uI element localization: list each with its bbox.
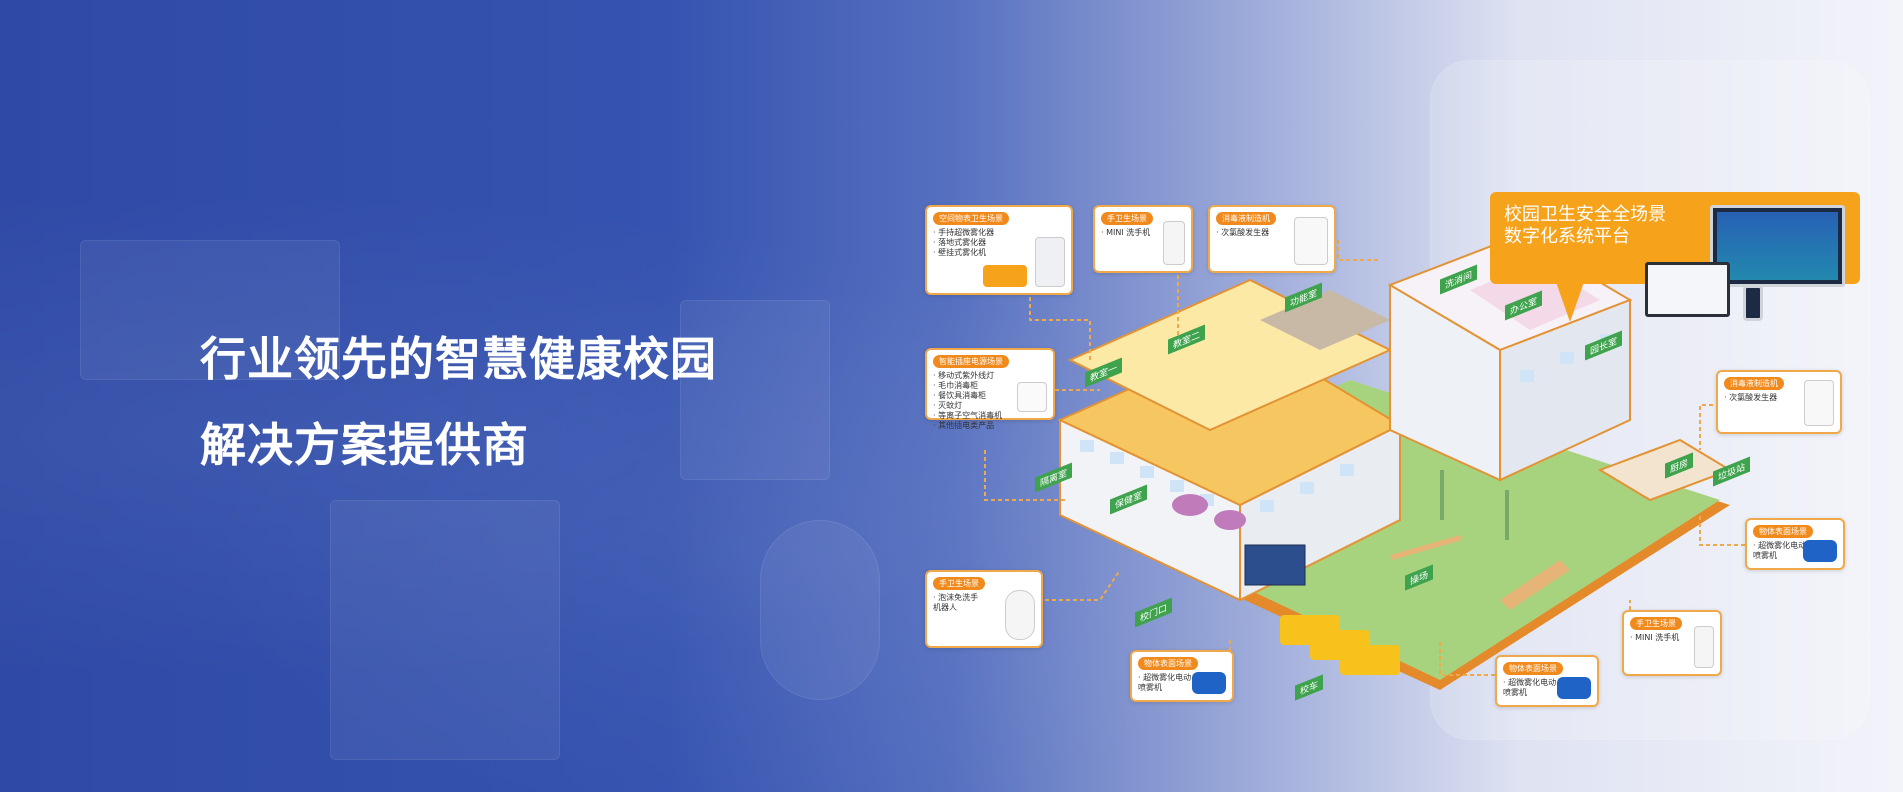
- connector-line: [984, 450, 1065, 501]
- electric-sprayer-image: [1192, 672, 1226, 694]
- upper-room-grey: [1260, 290, 1390, 350]
- platform-title-line1: 校园卫生安全全场景: [1504, 204, 1666, 225]
- connector-line: [1699, 515, 1745, 546]
- callout-hand-hygiene-right: 手卫生场景 · MINI 洗手机: [1622, 610, 1722, 676]
- electric-sprayer-image: [1803, 540, 1837, 562]
- callout-object-bottom-mid: 物体表面场景 · 超微雾化电动 喷雾机: [1495, 655, 1599, 707]
- callout-line: · 落地式雾化器: [933, 238, 987, 247]
- mini-hand-washer-image: [1163, 221, 1185, 265]
- seesaw: [1390, 535, 1462, 560]
- callout-tag: 手卫生场景: [1630, 617, 1682, 630]
- sprayer-image: [983, 265, 1027, 287]
- callout-hand-hygiene-top: 手卫生场景 · MINI 洗手机: [1093, 205, 1193, 273]
- callout-disinfectant-right: 消毒液制造机 · 次氯酸发生器: [1716, 370, 1842, 434]
- window: [1560, 352, 1574, 364]
- platform-callout-tail: [1556, 282, 1584, 322]
- ghost-device-case: [80, 240, 340, 380]
- callout-line: · 次氯酸发生器: [1216, 228, 1270, 237]
- tree: [1214, 510, 1246, 530]
- electric-sprayer-image: [1557, 677, 1591, 699]
- callout-line: · 等离子空气消毒机: [933, 411, 1003, 420]
- callout-line: · 次氯酸发生器: [1724, 393, 1778, 402]
- callout-line: · 泡沫免洗手: [933, 593, 979, 602]
- callout-line: · 灭蚊灯: [933, 401, 963, 410]
- callout-line: · MINI 洗手机: [1630, 633, 1680, 642]
- callout-line: · 超微雾化电动: [1753, 541, 1807, 550]
- foam-robot-image: [1005, 590, 1035, 640]
- callout-line: 喷雾机: [1138, 683, 1162, 692]
- ghost-device-cabinet: [330, 500, 560, 760]
- headline-line-2: 解决方案提供商: [200, 418, 529, 472]
- window: [1140, 466, 1154, 478]
- callout-line: · 餐饮具消毒柜: [933, 391, 987, 400]
- connector-line: [1337, 240, 1380, 261]
- callout-line: · 超微雾化电动: [1503, 678, 1557, 687]
- callout-line: · 超微雾化电动: [1138, 673, 1192, 682]
- dashboard-screen: [1717, 212, 1838, 280]
- headline-line-1: 行业领先的智慧健康校园: [200, 332, 717, 386]
- callout-line: · 手持超微雾化器: [933, 228, 995, 237]
- callout-line: 喷雾机: [1753, 551, 1777, 560]
- platform-title-line2: 数字化系统平台: [1504, 226, 1630, 247]
- callout-hand-hygiene-left: 手卫生场景 · 泡沫免洗手 机器人: [925, 570, 1043, 648]
- callout-tag: 空间物表卫生场景: [933, 212, 1009, 225]
- platform-title: 校园卫生安全全场景 数字化系统平台: [1504, 204, 1666, 248]
- callout-line: 喷雾机: [1503, 688, 1527, 697]
- desktop-monitor: [1710, 205, 1845, 287]
- swing-pole: [1505, 490, 1509, 540]
- callout-tag: 消毒液制造机: [1216, 212, 1276, 225]
- gate-screen: [1244, 544, 1306, 586]
- callout-smart-socket: 智能插座电源场景 · 移动式紫外线灯 · 毛巾消毒柜 · 餐饮具消毒柜 · 灭蚊…: [925, 348, 1055, 430]
- callout-tag: 物体表面场景: [1753, 525, 1813, 538]
- callout-tag: 手卫生场景: [1101, 212, 1153, 225]
- tree: [1172, 494, 1208, 516]
- callout-object-bottom-left: 物体表面场景 · 超微雾化电动 喷雾机: [1130, 650, 1234, 702]
- slide: [1500, 560, 1570, 610]
- swing-pole: [1440, 470, 1444, 520]
- window: [1170, 480, 1184, 492]
- callout-line: · 毛巾消毒柜: [933, 381, 979, 390]
- callout-line: · MINI 洗手机: [1101, 228, 1151, 237]
- ghost-device-robot: [760, 520, 880, 700]
- callout-tag: 手卫生场景: [933, 577, 985, 590]
- school-bus: [1340, 645, 1400, 675]
- connector-line: [1439, 640, 1495, 676]
- window: [1080, 440, 1094, 452]
- window: [1520, 370, 1534, 382]
- hero-headline: 行业领先的智慧健康校园 解决方案提供商: [200, 316, 717, 488]
- laptop: [1645, 262, 1730, 317]
- connector-line: [1045, 569, 1121, 601]
- phone: [1743, 285, 1763, 321]
- callout-tag: 消毒液制造机: [1724, 377, 1784, 390]
- callout-object-right: 物体表面场景 · 超微雾化电动 喷雾机: [1745, 518, 1845, 570]
- smart-socket-image: [1017, 382, 1047, 412]
- callout-tag: 智能插座电源场景: [933, 355, 1009, 368]
- connector-line: [1029, 290, 1091, 360]
- connector-line: [1699, 404, 1720, 450]
- callout-line: 机器人: [933, 603, 957, 612]
- window: [1260, 500, 1274, 512]
- callout-line: · 壁挂式雾化机: [933, 248, 987, 257]
- ghost-device-sprayer: [680, 300, 830, 480]
- callout-tag: 物体表面场景: [1503, 662, 1563, 675]
- mini-hand-washer-image: [1694, 626, 1714, 668]
- callout-tag: 物体表面场景: [1138, 657, 1198, 670]
- humidifier-image: [1035, 237, 1065, 287]
- hypochlorous-generator-image: [1804, 380, 1834, 426]
- callout-disinfectant-top: 消毒液制造机 · 次氯酸发生器: [1208, 205, 1336, 273]
- callout-line: · 其他插电类产品: [933, 421, 995, 430]
- window: [1300, 482, 1314, 494]
- window: [1110, 452, 1124, 464]
- callout-space-disinfect: 空间物表卫生场景 · 手持超微雾化器 · 落地式雾化器 · 壁挂式雾化机: [925, 205, 1073, 295]
- callout-line: · 移动式紫外线灯: [933, 371, 995, 380]
- hypochlorous-generator-image: [1294, 217, 1328, 265]
- window: [1340, 464, 1354, 476]
